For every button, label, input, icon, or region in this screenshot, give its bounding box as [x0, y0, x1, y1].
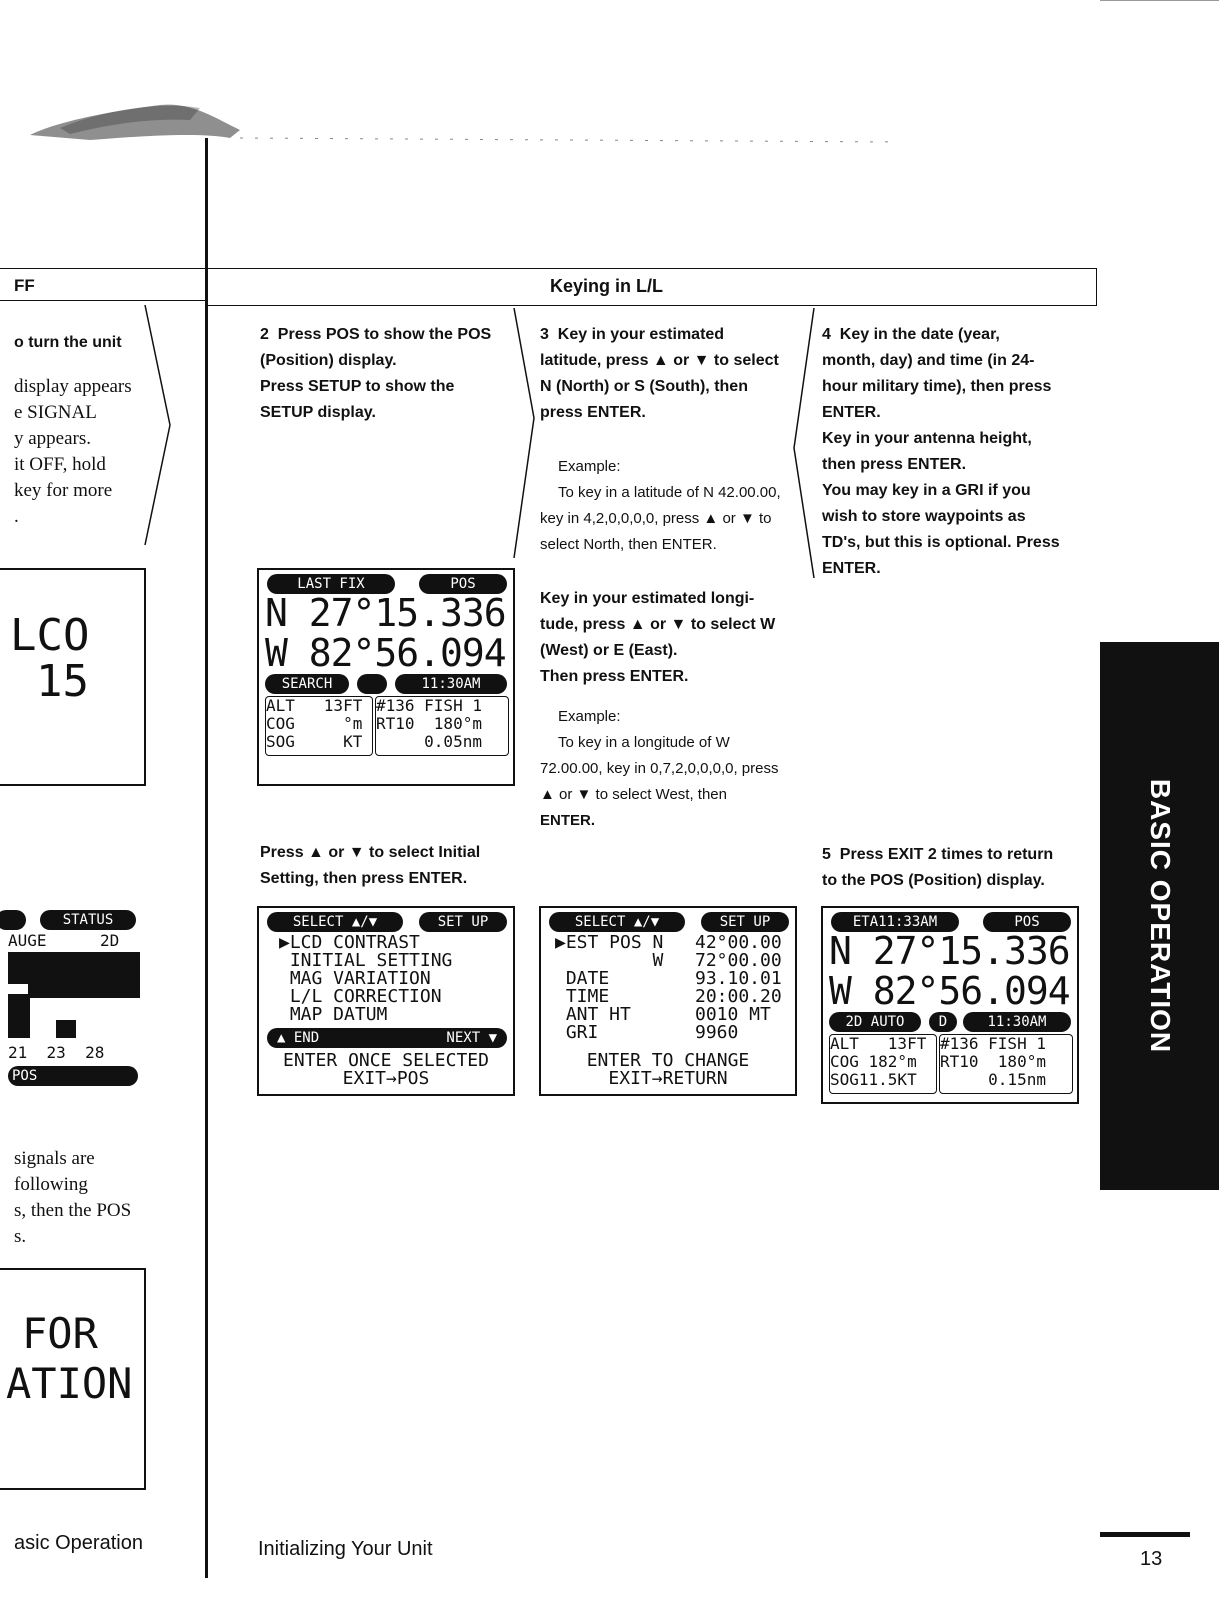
pill-search: SEARCH — [265, 674, 349, 694]
setup-menu-screen: SELECT ▲/▼ SET UP ▶LCD CONTRAST INITIAL … — [257, 906, 515, 1096]
lcd-fragment-top: LCO 15 — [0, 568, 146, 786]
arrow-divider-left — [144, 305, 171, 545]
pill-time: 11:30AM — [395, 674, 507, 694]
step-4-text: 4 Key in the date (year, month, day) and… — [822, 326, 1060, 577]
signal-bar-block — [8, 952, 140, 998]
side-tab: BASIC OPERATION — [1100, 642, 1219, 1190]
left-tab-label: FF — [14, 276, 35, 295]
step-5-text: 5 Press EXIT 2 times to return to the PO… — [822, 846, 1054, 889]
select-initial-instruction: Press ▲ or ▼ to select Initial Setting, … — [260, 844, 481, 887]
menu-item-mag-variation[interactable]: MAG VARIATION — [279, 968, 431, 989]
menu-nav-bar: ▲ END NEXT ▼ — [267, 1028, 507, 1048]
pill-set-up: SET UP — [419, 912, 507, 932]
top-right-rule — [1100, 0, 1219, 1]
menu-item-map-datum[interactable]: MAP DATUM — [279, 1004, 388, 1025]
left-data-box-2: ALT 13FT COG 182°m SOG11.5KT — [829, 1034, 937, 1094]
menu-item-initial-setting[interactable]: INITIAL SETTING — [279, 950, 453, 971]
left-data-box: ALT 13FT COG °m SOG KT — [265, 696, 373, 756]
binding-line — [205, 138, 208, 1578]
step-2-text: 2 Press POS to show the POS (Position) d… — [260, 326, 492, 421]
latitude-readout: N 27°15.336' — [265, 591, 515, 635]
signal-bar-2 — [56, 1020, 76, 1038]
lcd-fragment-bottom: FOR ATION — [0, 1268, 146, 1490]
example-1: Example: To key in a latitude of N 42.00… — [540, 458, 781, 553]
footer-left-label: asic Operation — [14, 1532, 143, 1554]
longitude-readout: W 82°56.094' — [265, 631, 515, 675]
pill-pos: POS — [419, 574, 507, 594]
latitude-readout-2: N 27°15.336' — [829, 929, 1079, 973]
pos-last-fix-screen: LAST FIX POS N 27°15.336' W 82°56.094' S… — [257, 568, 515, 786]
turn-on-text: display appears e SIGNAL y appears. it O… — [14, 376, 132, 527]
status-bottom-pill: POS — [8, 1066, 138, 1086]
pos-eta-screen: ETA11:33AM POS N 27°15.336' W 82°56.094'… — [821, 906, 1079, 1104]
section-title: Keying in L/L — [550, 276, 664, 296]
signals-text: signals are following s, then the POS s. — [14, 1148, 132, 1247]
pill-select: SELECT ▲/▼ — [267, 912, 403, 932]
pill-eta: ETA11:33AM — [831, 912, 959, 932]
example-2: Example: To key in a longitude of W 72.0… — [540, 708, 779, 829]
page-number-rule — [1100, 1532, 1190, 1537]
pill-mid — [357, 674, 387, 694]
pill-pos-2: POS — [983, 912, 1071, 932]
header-rule-left — [0, 268, 205, 269]
header-rule-left-lower — [0, 300, 205, 301]
signal-bar-notch — [8, 984, 28, 994]
status-screen-fragment: STATUS AUGE 2D 21 23 28 POS — [0, 906, 146, 1096]
pill-time-2: 11:30AM — [963, 1012, 1071, 1032]
right-data-box-2: #136 FISH 1 RT10 180°m 0.15nm — [939, 1034, 1073, 1094]
paper-texture-decoration — [30, 104, 900, 143]
page-number: 13 — [1140, 1548, 1163, 1570]
step-3-text: 3 Key in your estimated latitude, press … — [540, 326, 779, 421]
turn-on-heading: o turn the unit — [14, 334, 122, 351]
signal-bar-1 — [8, 998, 30, 1038]
side-tab-label: BASIC OPERATION — [1145, 778, 1176, 1054]
menu-item-lcd-contrast[interactable]: ▶LCD CONTRAST — [279, 932, 420, 953]
footer-center-label: Initializing Your Unit — [258, 1538, 433, 1560]
right-data-box: #136 FISH 1 RT10 180°m 0.05nm — [375, 696, 509, 756]
pill-d: D — [929, 1012, 957, 1032]
pill-last-fix: LAST FIX — [267, 574, 395, 594]
pill-select-2: SELECT ▲/▼ — [549, 912, 685, 932]
arrow-divider-3 — [793, 308, 815, 578]
pill-set-up-2: SET UP — [701, 912, 789, 932]
menu-item-ll-correction[interactable]: L/L CORRECTION — [279, 986, 442, 1007]
arrow-divider-2 — [513, 308, 535, 558]
status-pill-right: STATUS — [40, 910, 136, 930]
step-3b-text: Key in your estimated longi- tude, press… — [540, 590, 776, 685]
longitude-readout-2: W 82°56.094' — [829, 969, 1079, 1013]
section-header-box — [207, 268, 1097, 306]
status-pill-left — [0, 910, 26, 930]
pill-2d-auto: 2D AUTO — [829, 1012, 921, 1032]
